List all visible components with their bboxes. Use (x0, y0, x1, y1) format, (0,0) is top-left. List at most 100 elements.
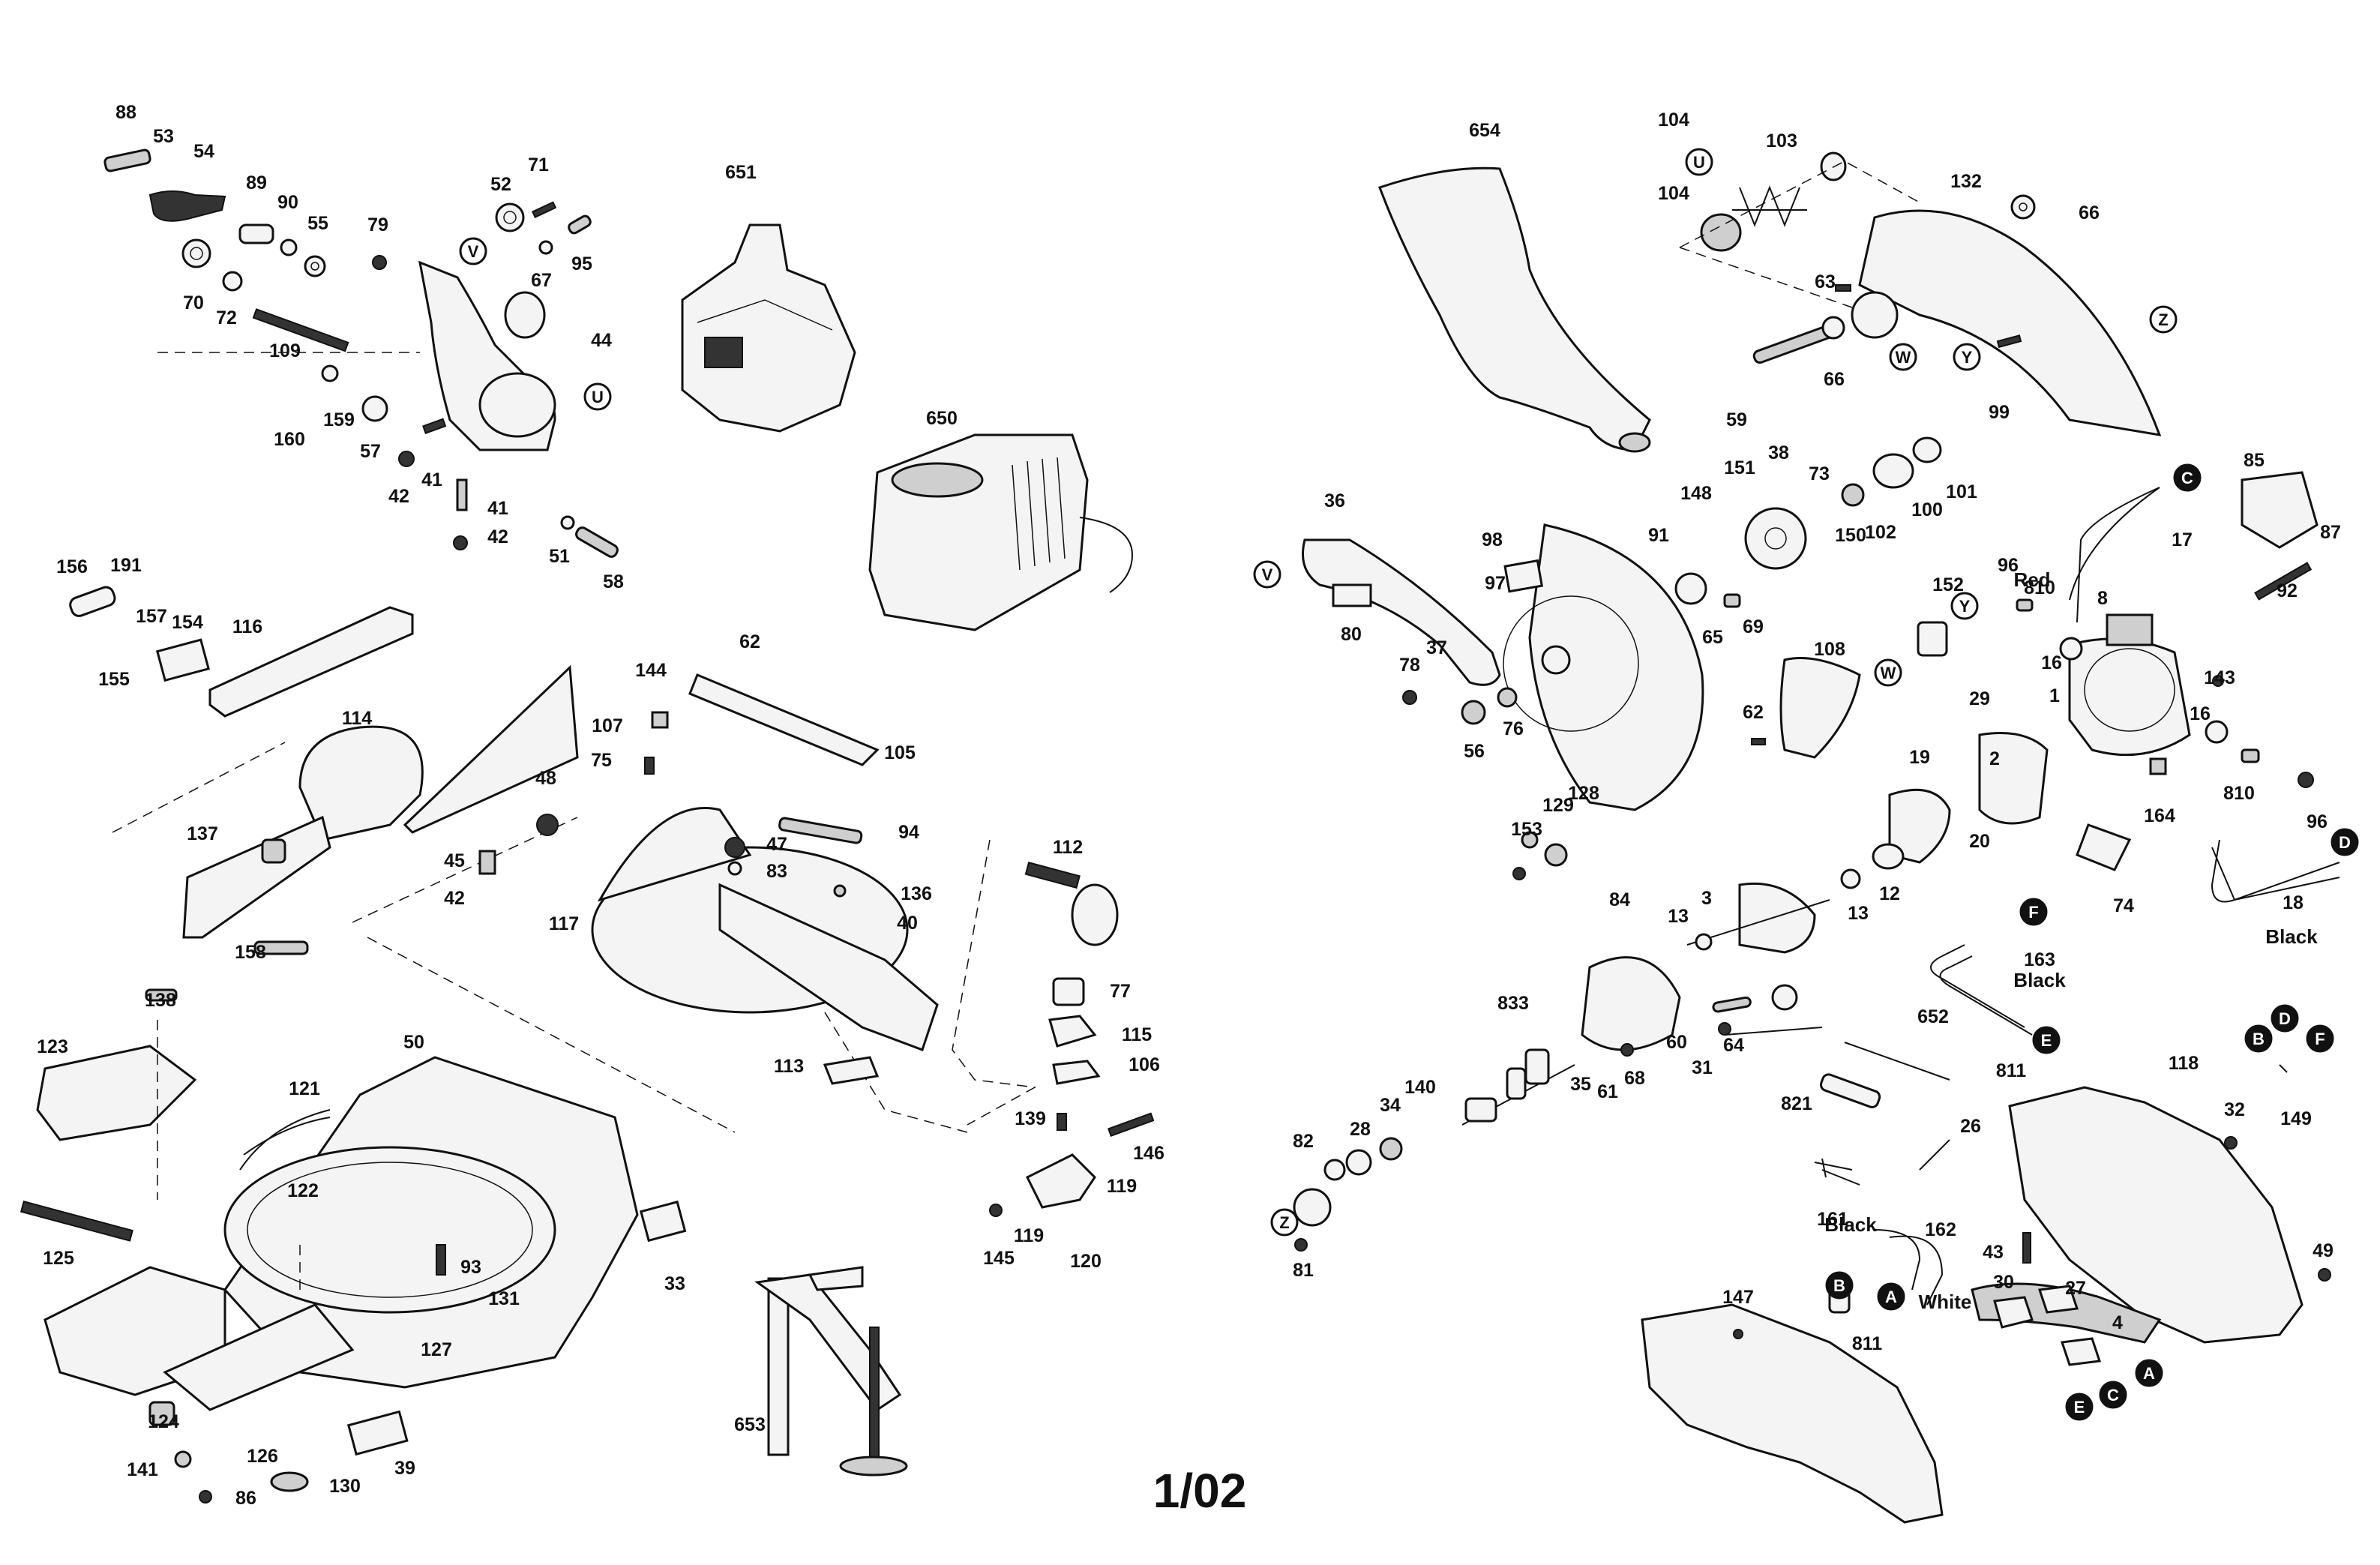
part-callout-number: 163 (2024, 949, 2055, 970)
wire-leads (1930, 487, 2340, 1073)
part-callout-number: 19 (1909, 747, 1930, 768)
part-callout-number: 114 (342, 708, 372, 729)
part-callout-number: 191 (110, 555, 142, 576)
part-callout-number: 51 (549, 546, 570, 567)
part-callout-number: 84 (1609, 889, 1630, 910)
part-callout-number: 58 (603, 571, 624, 592)
part-callout-number: 104 (1658, 109, 1689, 130)
part-callout-number: 157 (136, 606, 167, 627)
part-callout-number: 12 (1879, 883, 1900, 904)
connection-marker-letter: V (468, 242, 479, 261)
connection-marker-letter: Y (1959, 597, 1971, 616)
part-callout-number: 121 (289, 1078, 320, 1099)
part-callout-number: 156 (56, 556, 88, 577)
part-callout-number: 8 (2097, 588, 2108, 609)
part-callout-number: 66 (1824, 369, 1845, 390)
part-callout-number: 105 (884, 742, 916, 763)
part-callout-number: 73 (1809, 463, 1830, 484)
part-callout-number: 119 (1014, 1225, 1044, 1246)
part-callout-number: 129 (1542, 795, 1574, 816)
part-callout-number: 108 (1814, 639, 1845, 660)
part-callout-number: 144 (635, 660, 667, 681)
connection-marker: D (2271, 1004, 2299, 1033)
part-callout-number: 101 (1946, 481, 1977, 502)
part-callout-number: 62 (739, 631, 760, 652)
connection-marker: W (1874, 658, 1902, 687)
connection-marker: B (2244, 1024, 2273, 1053)
part-callout-number: 81 (1293, 1260, 1314, 1281)
part-callout-number: 62 (1743, 702, 1764, 723)
part-callout-number: 147 (1722, 1287, 1754, 1308)
connection-marker-letter: B (2253, 1030, 2265, 1048)
connection-marker: A (2135, 1359, 2163, 1387)
part-callout-number: 52 (490, 174, 511, 195)
connection-marker: Y (1953, 343, 1981, 371)
part-callout-number: 128 (1568, 783, 1599, 804)
connection-marker: E (2032, 1026, 2061, 1054)
part-callout-number: 161 (1817, 1209, 1848, 1230)
wire-color-label: Black (1824, 1213, 1877, 1236)
part-callout-number: 45 (444, 850, 465, 871)
part-callout-number: 833 (1497, 993, 1529, 1014)
connection-marker-letter: U (1693, 153, 1705, 172)
part-callout-number: 88 (115, 102, 136, 123)
part-callout-number: 78 (1399, 655, 1420, 676)
part-callout-number: 89 (246, 172, 267, 193)
part-callout-number: 41 (421, 469, 442, 490)
part-callout-number: 29 (1969, 688, 1990, 709)
part-callout-number: 115 (1122, 1024, 1152, 1045)
part-callout-number: 61 (1597, 1081, 1618, 1102)
part-callout-number: 120 (1070, 1251, 1102, 1272)
part-callout-number: 70 (183, 292, 204, 313)
connection-marker: Z (2149, 305, 2178, 334)
part-callout-number: 16 (2190, 703, 2211, 724)
part-callout-number: 153 (1511, 819, 1542, 840)
part-callout-number: 107 (592, 715, 623, 736)
armature-assembly (1293, 843, 1905, 1252)
part-callout-number: 95 (571, 253, 592, 274)
connection-marker-letter: Z (1279, 1213, 1289, 1232)
part-callout-number: 40 (897, 913, 918, 934)
wire-color-label: Red (2013, 568, 2050, 591)
part-callout-number: 83 (766, 861, 787, 882)
part-callout-number: 75 (591, 750, 612, 771)
connection-marker-letter: V (1262, 565, 1273, 584)
connection-marker-letter: Y (1962, 348, 1973, 367)
part-callout-number: 2 (1989, 748, 2000, 769)
part-callout-number: 92 (2277, 580, 2298, 601)
part-callout-number: 54 (193, 141, 214, 162)
part-callout-number: 151 (1724, 457, 1755, 478)
part-callout-number: 100 (1911, 499, 1943, 520)
part-callout-number: 810 (2223, 783, 2255, 804)
part-callout-number: 117 (549, 913, 579, 934)
connection-marker-letter: A (1885, 1288, 1897, 1306)
part-callout-number: 68 (1624, 1068, 1645, 1089)
connection-marker-letter: C (2107, 1386, 2119, 1405)
part-callout-number: 66 (2079, 202, 2100, 223)
hold-down-clamp (754, 1266, 908, 1477)
connection-marker: U (1685, 148, 1713, 176)
connection-marker-letter: D (2339, 833, 2351, 852)
handle-switch-assembly (1641, 1027, 2331, 1524)
part-callout-number: 74 (2113, 895, 2134, 916)
part-callout-number: 49 (2313, 1240, 2334, 1261)
part-callout-number: 159 (323, 409, 355, 430)
part-callout-number: 96 (2307, 811, 2328, 832)
part-callout-number: 59 (1726, 409, 1747, 430)
part-callout-number: 141 (127, 1459, 158, 1480)
connection-marker-letter: B (1833, 1276, 1845, 1295)
connection-marker-letter: E (2041, 1031, 2052, 1050)
part-callout-number: 91 (1648, 525, 1669, 546)
battery-pack (681, 223, 856, 433)
part-callout-number: 36 (1324, 490, 1345, 511)
part-callout-number: 94 (898, 822, 919, 843)
part-callout-number: 132 (1950, 171, 1982, 192)
part-callout-number: 152 (1932, 574, 1964, 595)
part-callout-number: 33 (664, 1273, 685, 1294)
part-callout-number: 3 (1701, 888, 1712, 909)
connection-marker: V (1253, 560, 1281, 589)
connection-marker: W (1889, 343, 1917, 371)
page-code: 1/02 (1153, 1464, 1247, 1518)
part-callout-number: 55 (307, 213, 328, 234)
